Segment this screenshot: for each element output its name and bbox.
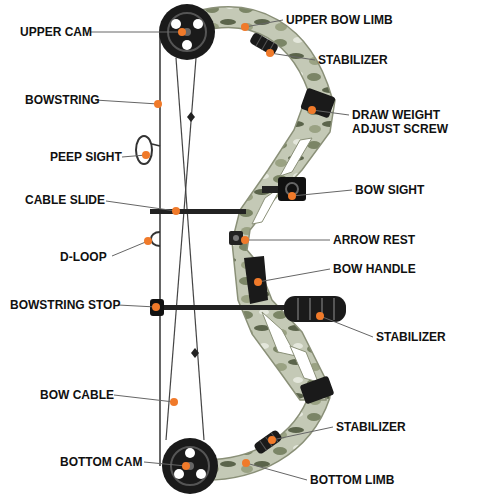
callout-dot — [170, 398, 178, 406]
part-label: PEEP SIGHT — [50, 150, 122, 164]
bow-sight — [278, 177, 306, 201]
limb-stabilizer — [249, 32, 279, 56]
callout-dot — [152, 303, 160, 311]
arrow-rest — [229, 231, 243, 245]
callout-dot — [242, 459, 250, 467]
sight-bracket — [262, 186, 280, 193]
cam-hole — [196, 469, 206, 479]
part-label: BOWSTRING — [25, 93, 100, 107]
riser-cutout — [280, 138, 312, 176]
callout-dot — [178, 28, 186, 36]
callout-dot — [241, 23, 249, 31]
leader-line — [112, 241, 148, 256]
stabilizer-rib — [262, 39, 268, 49]
leader-line — [118, 305, 156, 307]
limb-pocket — [299, 375, 334, 404]
bottom-limb — [205, 395, 320, 470]
bottom-cam — [162, 438, 218, 494]
part-label: STABILIZER — [376, 330, 446, 344]
part-label: BOWSTRING STOP — [10, 298, 120, 312]
front-stabilizer — [284, 296, 346, 322]
part-label: CABLE SLIDE — [25, 193, 105, 207]
callout-dot — [154, 100, 162, 108]
part-label: BOTTOM CAM — [60, 455, 142, 469]
leader-line — [270, 53, 315, 60]
leader-line — [106, 201, 176, 211]
part-label: STABILIZER — [336, 420, 406, 434]
part-label: UPPER BOW LIMB — [286, 13, 393, 27]
cam-hole — [193, 19, 203, 29]
part-label: D-LOOP — [60, 250, 107, 264]
stabilizer-rib — [333, 298, 335, 320]
bow-cable — [166, 58, 196, 440]
callout-dot — [142, 151, 150, 159]
leader-line — [246, 463, 307, 480]
callout-dot — [241, 236, 249, 244]
cam-hole — [171, 19, 181, 29]
peep-tube — [152, 144, 160, 146]
cable-bead — [187, 112, 195, 122]
leader-lines — [90, 20, 373, 480]
callout-dot — [254, 278, 262, 286]
cam-hole — [185, 448, 195, 458]
limb-stabilizer — [249, 32, 279, 56]
part-label: STABILIZER — [318, 53, 388, 67]
limb-stabilizer — [253, 429, 283, 455]
cable-bead — [191, 348, 199, 358]
callout-dot — [308, 106, 316, 114]
stabilizer-rib — [297, 298, 299, 320]
callout-dot — [288, 192, 296, 200]
leader-line — [320, 316, 373, 337]
cam-hole — [182, 40, 192, 50]
bow-handle — [244, 256, 268, 304]
part-label: BOW CABLE — [40, 388, 114, 402]
stabilizer-rib — [309, 298, 311, 320]
d-loop — [151, 232, 160, 246]
part-label: ARROW REST — [333, 233, 415, 247]
stabilizer-rib — [260, 441, 267, 451]
draw-weight-screw — [300, 88, 336, 119]
string-stop-bumper — [150, 299, 164, 316]
part-label: BOW SIGHT — [355, 183, 424, 197]
bow-riser — [232, 100, 335, 400]
callout-dots — [142, 23, 324, 470]
cam-ring — [171, 447, 209, 485]
leader-line — [272, 427, 333, 440]
limb-stabilizer — [253, 429, 283, 455]
callout-dot — [268, 436, 276, 444]
part-label: UPPER CAM — [20, 25, 92, 39]
string-stop-rod — [150, 305, 290, 310]
leader-line — [245, 240, 330, 241]
callout-dot — [172, 207, 180, 215]
leader-line — [90, 32, 182, 33]
callout-dot — [316, 312, 324, 320]
leader-line — [258, 269, 330, 282]
part-label: BOTTOM LIMB — [310, 473, 394, 487]
riser-cutout — [290, 346, 318, 382]
arrow-rest-knob — [233, 235, 239, 241]
callout-dot — [144, 237, 152, 245]
leader-line — [312, 110, 349, 115]
bow-cable — [176, 58, 204, 440]
part-label: BOW HANDLE — [333, 262, 416, 276]
riser-cutout — [252, 186, 282, 224]
leader-line — [114, 395, 174, 402]
leader-line — [245, 20, 283, 27]
callout-dot — [182, 462, 190, 470]
stabilizer-rib — [256, 36, 262, 46]
callout-dot — [266, 49, 274, 57]
leader-line — [95, 100, 158, 104]
leader-line — [292, 190, 352, 196]
part-label: DRAW WEIGHT ADJUST SCREW — [352, 108, 464, 136]
cam-hole — [174, 469, 184, 479]
bottom-limb-edge — [205, 395, 320, 470]
leader-line — [144, 462, 186, 466]
peep-sight — [136, 136, 152, 164]
